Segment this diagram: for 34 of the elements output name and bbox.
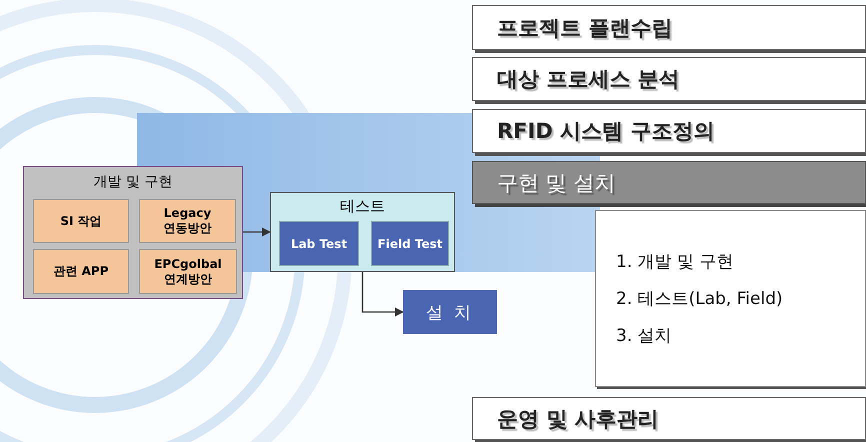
box-label: Field Test [378, 236, 442, 250]
step-box [472, 57, 866, 101]
list-item: 2. 테스트(Lab, Field) [616, 288, 783, 310]
arrow [243, 227, 271, 237]
active-step-box [472, 161, 866, 204]
group-box [270, 192, 455, 272]
step-box [472, 397, 866, 440]
task-box [139, 249, 237, 294]
step-title: 구현 및 설치 [497, 170, 616, 196]
box-label: Lab Test [290, 236, 348, 250]
task-box [33, 199, 129, 243]
box-label: Legacy 연동방안 [162, 206, 212, 236]
box-label: 관련 APP [53, 264, 109, 279]
detail-panel [595, 210, 866, 387]
step-title: 프로젝트 플랜수립 [497, 14, 672, 42]
arrow [362, 272, 404, 317]
step-title: 대상 프로세스 분석 [497, 66, 680, 93]
list-item: 1. 개발 및 구현 [616, 251, 734, 273]
box-label: EPCgolbal 연계방안 [154, 256, 222, 286]
step-box [472, 109, 866, 153]
step-title: RFID 시스템 구조정의 [497, 118, 714, 145]
box-label: SI 작업 [60, 214, 102, 228]
task-box [139, 199, 236, 243]
list-item: 3. 설치 [616, 325, 672, 347]
test-box [279, 221, 359, 266]
install-box [403, 290, 497, 334]
step-box [472, 5, 866, 50]
box-label: 개발 및 구현 [94, 173, 172, 191]
group-box [23, 166, 243, 299]
task-box [33, 249, 129, 294]
box-label: 설 치 [426, 302, 474, 324]
test-box [371, 221, 449, 266]
step-title: 운영 및 사후관리 [497, 406, 659, 432]
box-label: 테스트 [340, 197, 385, 216]
